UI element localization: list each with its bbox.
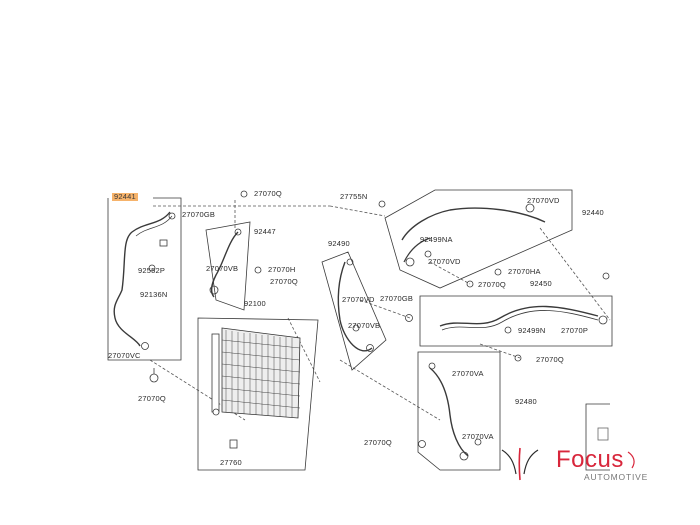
bolt xyxy=(240,190,248,198)
bolt xyxy=(378,200,386,208)
focus-logo-mark xyxy=(501,447,635,481)
part-label-27070vb: 27070VB xyxy=(206,264,239,273)
part-label-27070vd: 27070VD xyxy=(342,295,375,304)
part-label-92450: 92450 xyxy=(530,279,552,288)
group-box-92480 xyxy=(417,351,501,471)
part-label-27070q: 27070Q xyxy=(364,438,392,447)
part-label-27070vd: 27070VD xyxy=(527,196,560,205)
condenser-92100 xyxy=(211,327,301,419)
pipe-92450 xyxy=(439,305,599,327)
part-label-27070vb: 27070VB xyxy=(348,321,381,330)
part-label-27070q: 27070Q xyxy=(270,277,298,286)
part-label-92100: 92100 xyxy=(244,299,266,308)
group-box-92100 xyxy=(197,317,319,471)
brand-logo-text: Focus xyxy=(556,446,624,473)
part-label-27070gb: 27070GB xyxy=(182,210,216,219)
pipe-92447 xyxy=(210,231,239,298)
group-box-partial xyxy=(585,403,610,471)
part-label-92499na: 92499NA xyxy=(420,235,453,244)
group-box-92450 xyxy=(419,295,613,347)
group-box-92490 xyxy=(321,251,387,371)
part-label-27070ha: 27070HA xyxy=(508,267,541,276)
part-label-27070vc: 27070VC xyxy=(108,351,141,360)
drier xyxy=(229,439,238,449)
leader-line xyxy=(149,359,246,421)
part-label-92441: 92441 xyxy=(112,192,138,201)
clip xyxy=(159,239,168,247)
part-label-92480: 92480 xyxy=(515,397,537,406)
leader-line xyxy=(339,359,441,421)
part-label-92136n: 92136N xyxy=(140,290,168,299)
part-label-92447: 92447 xyxy=(254,227,276,236)
brand-logo-subtitle: AUTOMOTIVE xyxy=(584,472,649,482)
part-label-92440: 92440 xyxy=(582,208,604,217)
part-label-27070vd: 27070VD xyxy=(428,257,461,266)
part-label-27760: 27760 xyxy=(220,458,242,467)
part-label-27755n: 27755N xyxy=(340,192,368,201)
part-label-27070gb: 27070GB xyxy=(380,294,414,303)
group-box-92441 xyxy=(107,197,182,361)
part-label-27070q: 27070Q xyxy=(138,394,166,403)
pipe-92441 xyxy=(113,211,171,347)
part-label-92499n: 92499N xyxy=(518,326,546,335)
pipe-92490 xyxy=(337,261,373,352)
bolt xyxy=(149,373,159,383)
part-label-27070q: 27070Q xyxy=(254,189,282,198)
group-box-92447 xyxy=(205,221,251,311)
group-box-92440 xyxy=(384,189,573,289)
part-label-92490: 92490 xyxy=(328,239,350,248)
part-label-27070va: 27070VA xyxy=(462,432,494,441)
part-label-27070va: 27070VA xyxy=(452,369,484,378)
part-label-27070p: 27070P xyxy=(561,326,589,335)
part-label-27070q: 27070Q xyxy=(536,355,564,364)
part-label-27070q: 27070Q xyxy=(478,280,506,289)
fitting xyxy=(168,212,176,220)
pipe-92440 xyxy=(401,207,546,241)
pipe-92480 xyxy=(429,367,469,457)
part-label-27070h: 27070H xyxy=(268,265,296,274)
part-label-92552p: 92552P xyxy=(138,266,166,275)
fitting xyxy=(141,342,149,350)
